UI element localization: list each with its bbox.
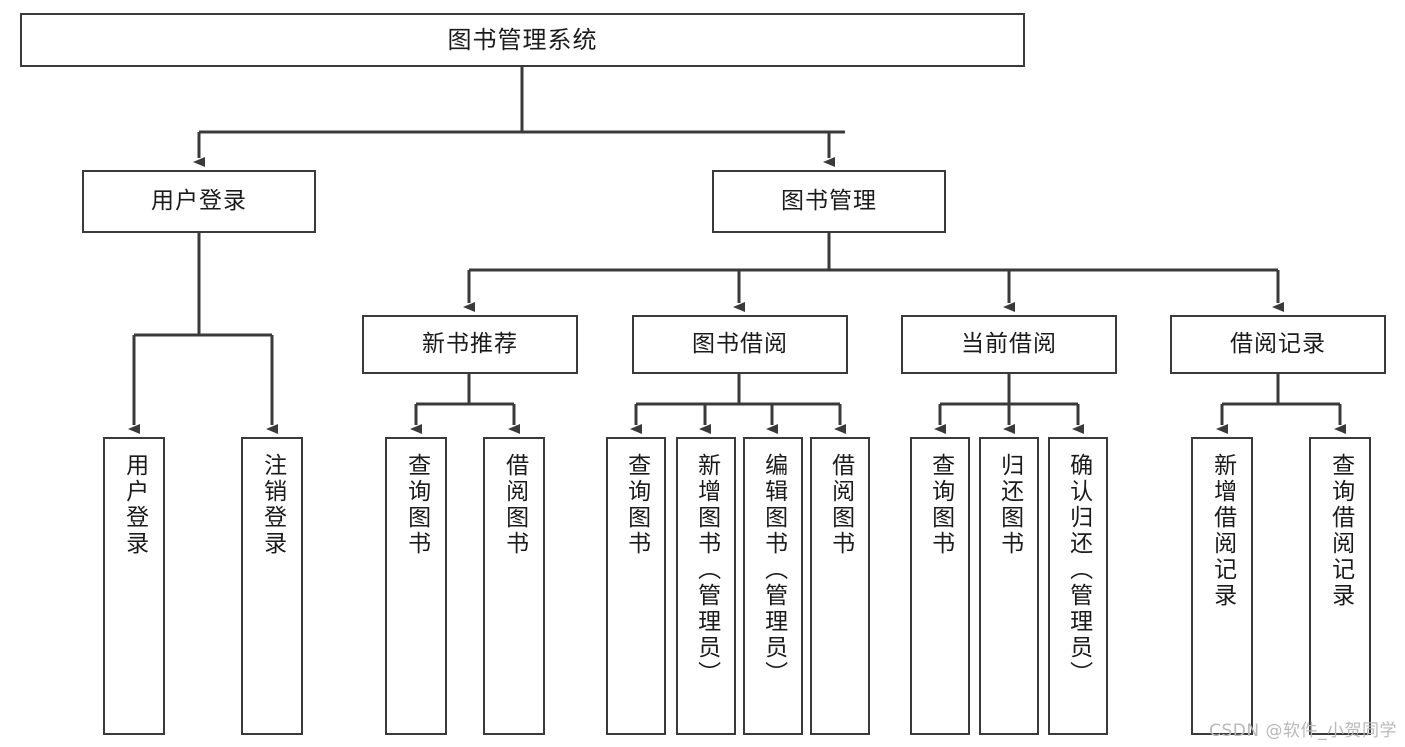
node-borrow-record[interactable]: 借阅记录 bbox=[1170, 315, 1386, 374]
leaf-newbook-query-book[interactable]: 查询图书 bbox=[385, 437, 447, 735]
node-label: 查询借阅记录 bbox=[1327, 453, 1354, 609]
node-label: 确认归还（管理员） bbox=[1065, 453, 1092, 687]
leaf-current-return-book[interactable]: 归还图书 bbox=[979, 437, 1039, 735]
leaf-records-add-record[interactable]: 新增借阅记录 bbox=[1191, 437, 1253, 735]
node-label: 借阅记录 bbox=[1230, 330, 1326, 357]
node-label: 借阅图书 bbox=[501, 453, 528, 557]
leaf-borrow-add-book[interactable]: 新增图书（管理员） bbox=[676, 437, 736, 735]
csdn-watermark: CSDN @软件_小贺同学 bbox=[1209, 721, 1397, 741]
node-label: 注销登录 bbox=[259, 453, 286, 557]
leaf-current-query-book[interactable]: 查询图书 bbox=[910, 437, 970, 735]
node-root-book-management-system[interactable]: 图书管理系统 bbox=[20, 13, 1025, 67]
leaf-records-query-record[interactable]: 查询借阅记录 bbox=[1309, 437, 1371, 735]
node-label: 当前借阅 bbox=[961, 330, 1057, 357]
leaf-newbook-borrow-book[interactable]: 借阅图书 bbox=[483, 437, 545, 735]
node-label: 图书管理 bbox=[781, 187, 877, 214]
node-current-borrow[interactable]: 当前借阅 bbox=[901, 315, 1117, 374]
node-label: 新增借阅记录 bbox=[1209, 453, 1236, 609]
node-label: 查询图书 bbox=[403, 453, 430, 557]
leaf-borrow-query-book[interactable]: 查询图书 bbox=[606, 437, 666, 735]
node-label: 用户登录 bbox=[121, 453, 148, 557]
node-new-book-recommend[interactable]: 新书推荐 bbox=[362, 315, 578, 374]
node-book-borrow[interactable]: 图书借阅 bbox=[632, 315, 848, 374]
leaf-logout[interactable]: 注销登录 bbox=[241, 437, 303, 735]
leaf-borrow-edit-book[interactable]: 编辑图书（管理员） bbox=[743, 437, 803, 735]
leaf-user-login[interactable]: 用户登录 bbox=[103, 437, 165, 735]
node-label: 查询图书 bbox=[927, 453, 954, 557]
node-label: 借阅图书 bbox=[827, 453, 854, 557]
node-label: 归还图书 bbox=[996, 453, 1023, 557]
node-label: 新增图书（管理员） bbox=[693, 453, 720, 687]
node-label: 图书借阅 bbox=[692, 330, 788, 357]
node-label: 用户登录 bbox=[151, 187, 247, 214]
node-label: 新书推荐 bbox=[422, 330, 518, 357]
node-label: 编辑图书（管理员） bbox=[760, 453, 787, 687]
node-label: 查询图书 bbox=[623, 453, 650, 557]
leaf-current-confirm-return[interactable]: 确认归还（管理员） bbox=[1048, 437, 1108, 735]
node-user-login[interactable]: 用户登录 bbox=[82, 170, 316, 233]
node-book-management[interactable]: 图书管理 bbox=[712, 170, 946, 233]
leaf-borrow-borrow-book[interactable]: 借阅图书 bbox=[810, 437, 870, 735]
node-label: 图书管理系统 bbox=[447, 25, 598, 54]
